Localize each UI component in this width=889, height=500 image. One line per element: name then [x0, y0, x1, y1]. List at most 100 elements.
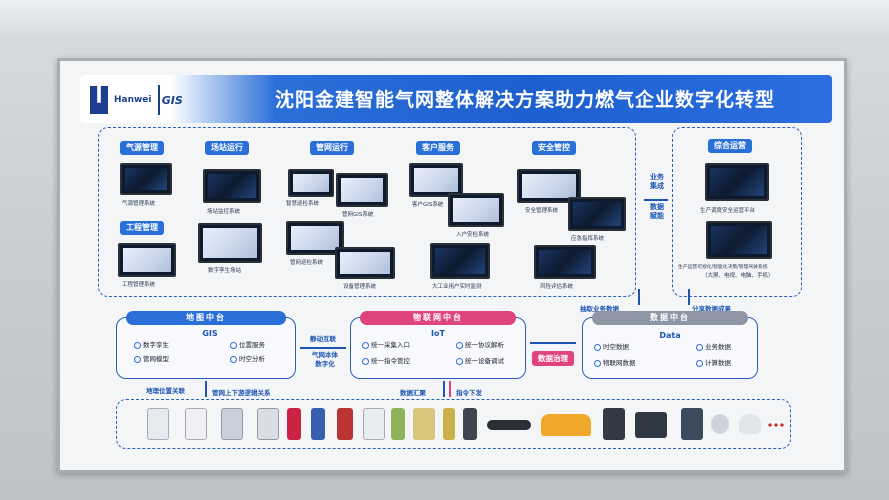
risk-screen	[534, 245, 596, 279]
detector-icon	[311, 408, 325, 440]
iot-item-protocol-text: 统一协议解析	[465, 341, 504, 349]
caption-digital-twin: 数字孪生场站	[208, 266, 241, 274]
caption-dispatch: 生产调度安全运营平台	[700, 206, 755, 214]
map-item-location: 位置服务	[230, 339, 265, 349]
laser-detector-icon	[487, 420, 531, 430]
caption-emergency: 应急指挥系统	[571, 234, 604, 242]
collect-link: 数据汇聚	[400, 387, 426, 397]
spatial-icon	[230, 356, 237, 363]
map-item-spatial-text: 时空分析	[239, 355, 265, 363]
map-item-model-text: 管网模型	[143, 355, 169, 363]
valve-icon	[287, 408, 301, 440]
arrow-iot-data	[530, 342, 576, 344]
arrow-map-iot	[300, 347, 346, 349]
map-item-twin: 数字孪生	[134, 339, 169, 349]
category-station: 场站运行	[205, 141, 249, 155]
caption-gas-source: 气源管理系统	[122, 199, 155, 207]
category-engineering: 工程管理	[120, 221, 164, 235]
alarm-icon	[337, 408, 353, 440]
exhibition-board: Hanwei GIS 沈阳金建智能气网整体解决方案助力燃气企业数字化转型 气源管…	[57, 58, 847, 473]
collect-icon	[362, 342, 369, 349]
customer-gis-screen	[409, 163, 463, 197]
command-link: 指令下发	[456, 387, 482, 397]
hanwei-logo-icon	[90, 86, 108, 114]
cockpit-screen	[706, 221, 772, 259]
panel-icon	[681, 408, 703, 440]
arrow-extract	[638, 289, 640, 305]
ceiling-light	[0, 0, 889, 40]
company-logo: Hanwei GIS	[90, 81, 185, 119]
link-bottom: 气网本体 数字化	[308, 351, 342, 369]
caption-pipeline-gis: 管网GIS系统	[342, 210, 373, 218]
caption-engineering: 工程管理系统	[122, 280, 155, 288]
equipment-screen	[335, 247, 395, 279]
location-icon	[230, 342, 237, 349]
caption-industrial-monitor: 大工业用户实时监测	[432, 282, 482, 290]
protocol-icon	[456, 342, 463, 349]
gis-logo: GIS	[158, 85, 185, 115]
category-pipeline: 管网运行	[310, 141, 354, 155]
debug-icon	[456, 358, 463, 365]
iot-item-debug-text: 统一设备调试	[465, 357, 504, 365]
gas-meter-icon	[221, 408, 243, 440]
industrial-monitor-screen	[430, 243, 490, 279]
sensor-device-icon	[147, 408, 169, 440]
geo-link: 地理位置关联	[146, 385, 185, 395]
device-row	[116, 399, 791, 449]
rtu-icon	[363, 408, 385, 440]
handheld-icon	[463, 408, 477, 440]
cabinet-icon	[603, 408, 625, 440]
caption-station-monitor: 场站监控系统	[207, 207, 240, 215]
inspection-car-icon	[541, 414, 591, 436]
compute-data-icon	[696, 360, 703, 367]
iot-item-command: 统一指令管控	[362, 355, 410, 365]
label-data-empower: 数据 赋能	[644, 203, 670, 221]
arrow-collect	[443, 381, 445, 397]
logo-gis-text: GIS	[162, 94, 183, 107]
label-business-integration: 业务 集成	[644, 173, 670, 191]
category-safety: 安全管控	[532, 141, 576, 155]
iot-item-collect-text: 统一采集入口	[371, 341, 410, 349]
arrow-geo	[205, 381, 207, 397]
pen-detector-icon	[443, 408, 455, 440]
data-platform-head: 数据中台	[592, 311, 748, 325]
iot-item-debug: 统一设备调试	[456, 355, 504, 365]
digital-twin-screen	[198, 223, 262, 263]
data-item-spatial-text: 时空数据	[603, 343, 629, 351]
pipeline-gis-screen	[336, 173, 388, 207]
caption-cockpit: 生产运营可视化/智能化决策/管理驾驶系统	[678, 263, 768, 270]
data-item-business-text: 业务数据	[705, 343, 731, 351]
data-item-iot: 物联网数据	[594, 357, 636, 367]
data-hub: Data	[650, 331, 690, 340]
logo-brand: Hanwei	[114, 95, 152, 105]
more-dots-icon	[767, 422, 785, 428]
category-gas-source: 气源管理	[120, 141, 164, 155]
data-governance-badge: 数据治理	[532, 351, 574, 366]
camera-icon	[739, 414, 761, 434]
map-item-location-text: 位置服务	[239, 341, 265, 349]
caption-customer-gis: 客户GIS系统	[412, 200, 443, 208]
iot-hub: IoT	[418, 329, 458, 338]
caption-equipment: 设备管理系统	[343, 282, 376, 290]
probe-icon	[391, 408, 405, 440]
data-item-compute: 计算数据	[696, 357, 731, 367]
iot-item-collect: 统一采集入口	[362, 339, 410, 349]
caption-devices: （大屏、电视、电脑、手机）	[702, 271, 774, 279]
regulator-icon	[711, 414, 729, 434]
iot-item-protocol: 统一协议解析	[456, 339, 504, 349]
map-item-twin-text: 数字孪生	[143, 341, 169, 349]
data-item-business: 业务数据	[696, 341, 731, 351]
smart-patrol-screen	[288, 169, 334, 197]
dispatch-screen	[705, 163, 769, 201]
arrow-command	[449, 381, 451, 397]
iot-data-icon	[594, 360, 601, 367]
emergency-screen	[568, 197, 626, 231]
data-item-spatial: 时空数据	[594, 341, 629, 351]
arrow-integration	[644, 199, 668, 201]
map-platform-head: 地图中台	[126, 311, 286, 325]
gas-source-screen	[120, 163, 172, 195]
station-monitor-screen	[203, 169, 261, 203]
command-icon	[362, 358, 369, 365]
map-item-model: 管网模型	[134, 353, 169, 363]
data-item-compute-text: 计算数据	[705, 359, 731, 367]
